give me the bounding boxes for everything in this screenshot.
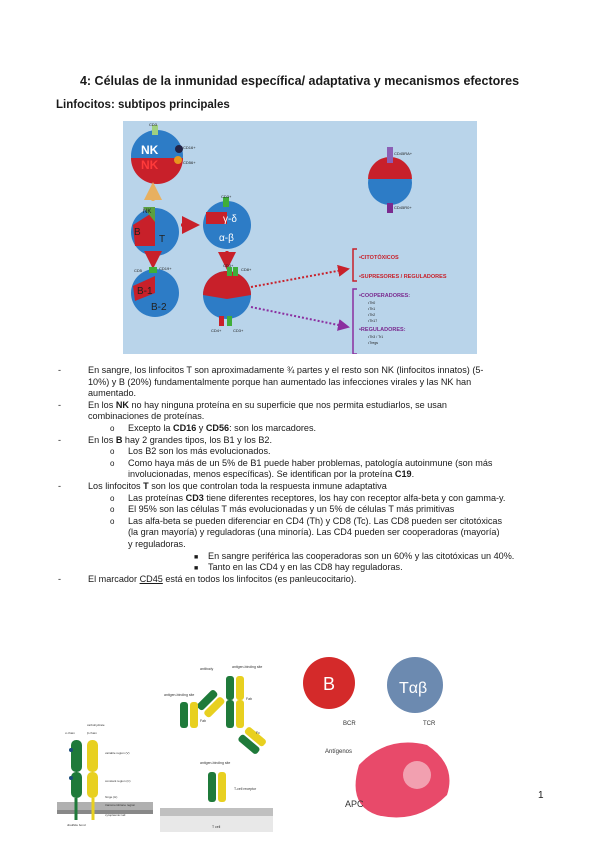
svg-text:antigen-binding site: antigen-binding site <box>232 665 262 669</box>
nk-label: NK <box>141 143 159 157</box>
svg-text:Tαβ: Tαβ <box>399 680 427 697</box>
svg-text:CD3+: CD3+ <box>233 328 244 333</box>
svg-text:disulfide bond: disulfide bond <box>67 823 86 827</box>
svg-text:transmembrane region: transmembrane region <box>105 803 136 807</box>
svg-text:BCR: BCR <box>343 721 356 727</box>
svg-text:T cell: T cell <box>212 825 221 829</box>
svg-text:CD3: CD3 <box>149 122 158 127</box>
svg-text:Fc: Fc <box>256 731 260 735</box>
svg-text:Antígenos: Antígenos <box>325 749 352 755</box>
svg-text:APC: APC <box>345 799 364 809</box>
svg-text:CD19+: CD19+ <box>159 266 172 271</box>
list-item: ■En sangre periférica las cooperadoras s… <box>194 550 515 561</box>
lymphocyte-subtypes-diagram: NK NK CD3 CD16+ CD56+ NK B T CD3+ γ-δ α-… <box>123 121 477 354</box>
svg-text:antibody: antibody <box>200 667 213 671</box>
svg-text:CD3+: CD3+ <box>223 263 234 268</box>
svg-text:CD8+: CD8+ <box>241 267 252 272</box>
svg-text:•Th2: •Th2 <box>368 313 375 317</box>
svg-text:•REGULADORES:: •REGULADORES: <box>359 327 406 333</box>
svg-text:CD4+: CD4+ <box>211 328 222 333</box>
svg-text:carbohydrate: carbohydrate <box>87 723 105 727</box>
page-title: 4: Células de la inmunidad específica/ a… <box>79 74 520 88</box>
list-item: -En los NK no hay ninguna proteína en su… <box>58 399 447 410</box>
svg-text:α chain: α chain <box>65 731 75 735</box>
svg-text:•SUPRESORES / REGULADORES: •SUPRESORES / REGULADORES <box>359 274 447 280</box>
b-cell-icon <box>303 657 355 709</box>
svg-text:B: B <box>323 674 335 694</box>
svg-text:hinge (H): hinge (H) <box>105 795 117 799</box>
t-cell-icon <box>387 657 443 713</box>
svg-text:antigen-binding site: antigen-binding site <box>164 693 194 697</box>
list-item: -Los linfocitos T son los que controlan … <box>58 480 387 491</box>
svg-text:•CITOTÓXICOS: •CITOTÓXICOS <box>359 253 399 261</box>
svg-text:CD45R0+: CD45R0+ <box>394 205 412 210</box>
svg-text:•Th1: •Th1 <box>368 307 375 311</box>
page-number: 1 <box>538 790 544 801</box>
svg-text:•COOPERADORES:: •COOPERADORES: <box>359 293 410 299</box>
svg-text:CD45RA+: CD45RA+ <box>394 151 413 156</box>
svg-text:variable region (V): variable region (V) <box>105 751 130 755</box>
svg-text:•Th3 / Tr1: •Th3 / Tr1 <box>368 335 383 339</box>
svg-text:B-1: B-1 <box>137 286 153 297</box>
bullet-list: -En sangre, los linfocitos T son aproxim… <box>58 365 548 585</box>
svg-text:cytoplasmic tail: cytoplasmic tail <box>105 813 126 817</box>
svg-text:CD5: CD5 <box>134 268 143 273</box>
svg-text:B-2: B-2 <box>151 302 167 313</box>
svg-text:CD56+: CD56+ <box>183 160 196 165</box>
svg-text:β chain: β chain <box>87 731 97 735</box>
svg-text:TCR: TCR <box>423 721 436 727</box>
svg-text:NK: NK <box>143 209 151 215</box>
antibody-tcr-figure: antibody antigen-binding site antigen-bi… <box>160 660 273 832</box>
list-item: ■Tanto en las CD4 y en las CD8 hay regul… <box>194 562 403 573</box>
svg-text:Fab: Fab <box>200 719 206 723</box>
list-item: -En los B hay 2 grandes tipos, los B1 y … <box>58 434 273 445</box>
list-item: -El marcador CD45 está en todos los linf… <box>58 573 357 584</box>
svg-text:CD16+: CD16+ <box>183 145 196 150</box>
nk-label-red: NK <box>141 158 159 172</box>
svg-text:antigen-binding site: antigen-binding site <box>200 761 230 765</box>
list-item: -En sangre, los linfocitos T son aproxim… <box>58 365 484 375</box>
svg-text:constant region (C): constant region (C) <box>105 779 131 783</box>
antigen-recognition-figure: B Tαβ BCR TCR Antígenos APC <box>297 655 465 822</box>
svg-text:•Tregs: •Tregs <box>368 341 378 345</box>
svg-text:B: B <box>134 227 141 238</box>
svg-text:γ-δ: γ-δ <box>223 214 237 225</box>
svg-text:α-β: α-β <box>219 233 234 244</box>
svg-text:T-cell receptor: T-cell receptor <box>234 787 257 791</box>
svg-text:•Th17: •Th17 <box>368 319 377 323</box>
svg-text:CD3+: CD3+ <box>221 194 232 199</box>
svg-text:T: T <box>159 234 165 245</box>
tcr-structure-figure: carbohydrate α chain β chain variable re… <box>57 720 153 828</box>
section-heading: Linfocitos: subtipos principales <box>56 99 230 111</box>
svg-text:Fab: Fab <box>246 697 252 701</box>
svg-text:•Th0: •Th0 <box>368 301 375 305</box>
